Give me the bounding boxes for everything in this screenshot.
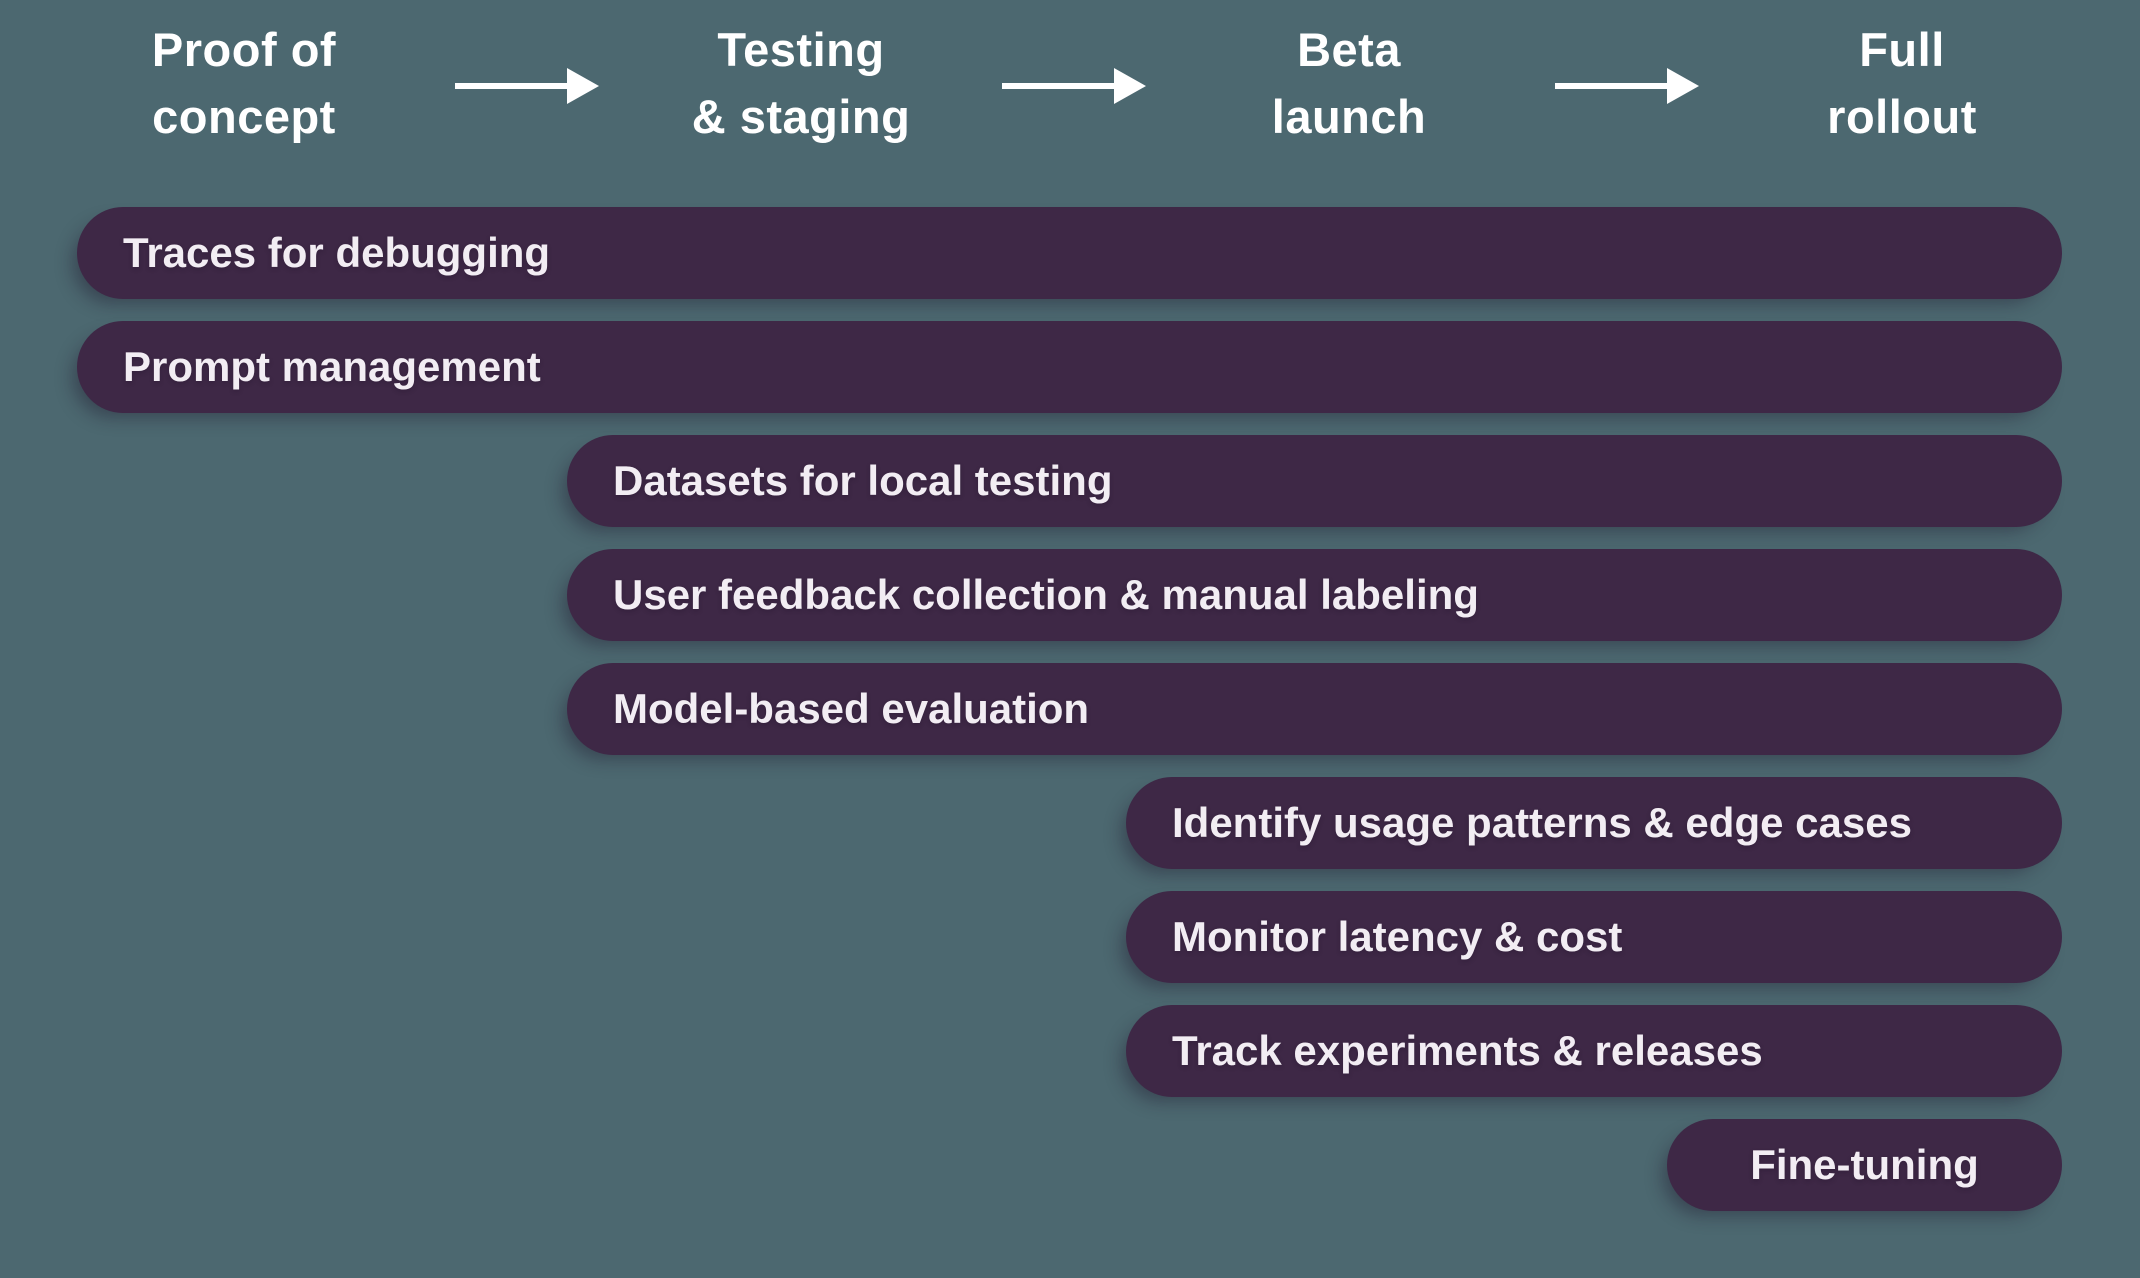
phase-label-full-rollout: Full rollout bbox=[1622, 16, 2140, 150]
phase-label-proof-of-concept: Proof of concept bbox=[0, 16, 524, 150]
bar-fine-tuning: Fine-tuning bbox=[1667, 1119, 2062, 1211]
phase-label-line: concept bbox=[152, 90, 336, 143]
bar-monitor-latency-cost: Monitor latency & cost bbox=[1126, 891, 2062, 983]
phase-label-line: Testing bbox=[717, 23, 885, 76]
bar-identify-usage-patterns: Identify usage patterns & edge cases bbox=[1126, 777, 2062, 869]
phase-label-line: Full bbox=[1859, 23, 1945, 76]
phase-label-beta-launch: Beta launch bbox=[1069, 16, 1629, 150]
bar-user-feedback-collection: User feedback collection & manual labeli… bbox=[567, 549, 2062, 641]
flow-arrow-icon bbox=[1555, 68, 1699, 104]
bar-prompt-management: Prompt management bbox=[77, 321, 2062, 413]
phase-label-line: rollout bbox=[1827, 90, 1977, 143]
phase-label-line: & staging bbox=[691, 90, 911, 143]
phase-label-line: launch bbox=[1271, 90, 1427, 143]
bar-traces-for-debugging: Traces for debugging bbox=[77, 207, 2062, 299]
bar-model-based-evaluation: Model-based evaluation bbox=[567, 663, 2062, 755]
bar-datasets-for-local-testing: Datasets for local testing bbox=[567, 435, 2062, 527]
flow-arrow-icon bbox=[1002, 68, 1146, 104]
flow-arrow-icon bbox=[455, 68, 599, 104]
phase-label-testing-staging: Testing & staging bbox=[521, 16, 1081, 150]
phase-label-line: Beta bbox=[1297, 23, 1401, 76]
phase-label-line: Proof of bbox=[151, 23, 337, 76]
bar-track-experiments-releases: Track experiments & releases bbox=[1126, 1005, 2062, 1097]
